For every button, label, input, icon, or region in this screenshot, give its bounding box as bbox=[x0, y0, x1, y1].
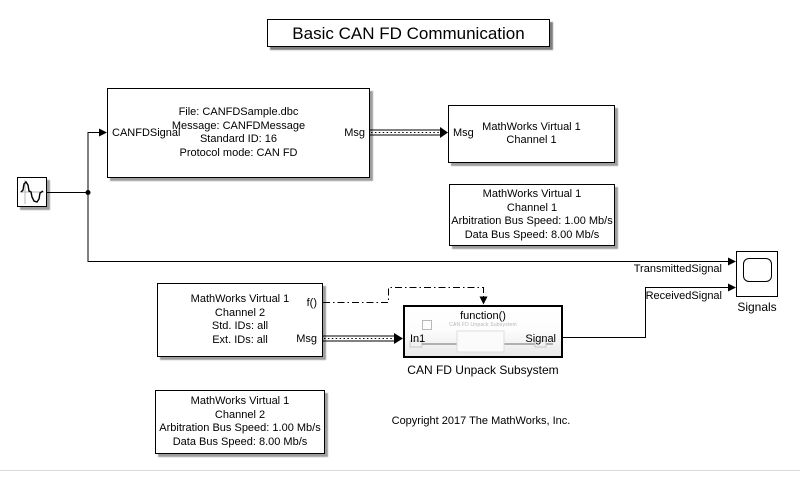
canfd-config-channel1-block[interactable]: MathWorks Virtual 1 Channel 1 Arbitratio… bbox=[449, 184, 615, 246]
canfd-pack-block[interactable]: CANFDSignal Msg File: CANFDSample.dbc Me… bbox=[107, 88, 370, 178]
function-call-wire[interactable] bbox=[323, 287, 488, 305]
canfd-transmit-block[interactable]: Msg MathWorks Virtual 1 Channel 1 bbox=[448, 105, 615, 163]
subsystem-preview-caption: CAN FD Unpack Subsystem bbox=[449, 322, 517, 328]
block-text-line: Data Bus Speed: 8.00 Mb/s bbox=[172, 435, 308, 448]
subsystem-name-label[interactable]: CAN FD Unpack Subsystem bbox=[407, 363, 559, 377]
pack-output-port-label: Msg bbox=[344, 127, 365, 139]
canfd-unpack-subsystem-block[interactable]: function() CAN FD Unpack Subsystem In1 S… bbox=[403, 305, 563, 358]
block-text-line: Arbitration Bus Speed: 1.00 Mb/s bbox=[159, 422, 321, 434]
checkbox-icon bbox=[422, 320, 432, 330]
scope-screen-icon bbox=[743, 258, 772, 282]
noisy-sine-wave-icon bbox=[20, 180, 44, 204]
transmit-input-port-label: Msg bbox=[453, 127, 474, 139]
block-text-line: MathWorks Virtual 1 bbox=[482, 188, 582, 200]
config1-block-text: MathWorks Virtual 1 Channel 1 Arbitratio… bbox=[450, 185, 614, 245]
block-text-line: Protocol mode: CAN FD bbox=[179, 146, 298, 159]
block-text-line: Arbitration Bus Speed: 1.00 Mb/s bbox=[451, 215, 613, 227]
block-text-line: Ext. IDs: all bbox=[212, 333, 268, 346]
message-wire-pack-to-transmit[interactable] bbox=[370, 127, 448, 138]
arrowhead-icon bbox=[394, 333, 403, 344]
arrowhead-icon bbox=[479, 296, 488, 305]
scope-block[interactable] bbox=[736, 251, 778, 297]
transmitted-signal-label[interactable]: TransmittedSignal bbox=[633, 263, 722, 275]
block-text-line: Standard ID: 16 bbox=[199, 133, 278, 145]
arrowhead-icon bbox=[728, 283, 736, 292]
pack-block-text: File: CANFDSample.dbc Message: CANFDMess… bbox=[108, 89, 369, 177]
block-text-line: MathWorks Virtual 1 bbox=[190, 293, 290, 305]
subsystem-input-port-label: In1 bbox=[410, 333, 426, 345]
pack-input-port-label: CANFDSignal bbox=[112, 127, 181, 139]
canfd-config-channel2-block[interactable]: MathWorks Virtual 1 Channel 2 Arbitratio… bbox=[155, 390, 325, 454]
block-text-line: Channel 1 bbox=[506, 201, 558, 214]
block-text-line: File: CANFDSample.dbc bbox=[178, 106, 299, 118]
block-text-line: MathWorks Virtual 1 bbox=[482, 120, 581, 133]
wire-junction-dot bbox=[85, 190, 91, 195]
block-text-line: Channel 2 bbox=[214, 306, 266, 319]
wire-transmitted-signal[interactable] bbox=[87, 192, 736, 266]
subsystem-content-preview bbox=[409, 330, 553, 353]
block-text-line: Channel 1 bbox=[506, 134, 557, 146]
receive-output-port-label: Msg bbox=[296, 333, 317, 345]
signal-source-block[interactable] bbox=[17, 177, 47, 207]
message-wire-receive-to-subsystem[interactable] bbox=[323, 333, 403, 344]
block-text-line: Message: CANFDMessage bbox=[171, 119, 306, 132]
arrowhead-icon bbox=[99, 128, 107, 137]
arrowhead-icon bbox=[440, 127, 448, 138]
copyright-annotation: Copyright 2017 The MathWorks, Inc. bbox=[391, 415, 571, 427]
subsystem-output-port-label: Signal bbox=[525, 333, 556, 345]
receive-function-port-label: f() bbox=[306, 297, 317, 309]
arrowhead-icon bbox=[728, 257, 736, 266]
block-text-line: MathWorks Virtual 1 bbox=[190, 395, 290, 407]
scope-name-label[interactable]: Signals bbox=[737, 300, 777, 314]
model-title-annotation[interactable]: Basic CAN FD Communication bbox=[267, 19, 550, 47]
subsystem-trigger-port-label: function() bbox=[460, 310, 506, 322]
receive-block-text: MathWorks Virtual 1 Channel 2 Std. IDs: … bbox=[158, 284, 322, 356]
canfd-receive-block[interactable]: f() Msg MathWorks Virtual 1 Channel 2 St… bbox=[157, 283, 323, 357]
block-text-line: Std. IDs: all bbox=[211, 320, 269, 332]
transmit-block-text: MathWorks Virtual 1 Channel 1 bbox=[449, 106, 614, 162]
canvas-bottom-divider bbox=[0, 470, 800, 471]
received-signal-label[interactable]: ReceivedSignal bbox=[645, 290, 722, 302]
block-text-line: Channel 2 bbox=[214, 408, 266, 421]
block-text-line: Data Bus Speed: 8.00 Mb/s bbox=[464, 228, 600, 241]
wire-source-to-pack[interactable] bbox=[47, 128, 107, 196]
config2-block-text: MathWorks Virtual 1 Channel 2 Arbitratio… bbox=[156, 391, 324, 453]
